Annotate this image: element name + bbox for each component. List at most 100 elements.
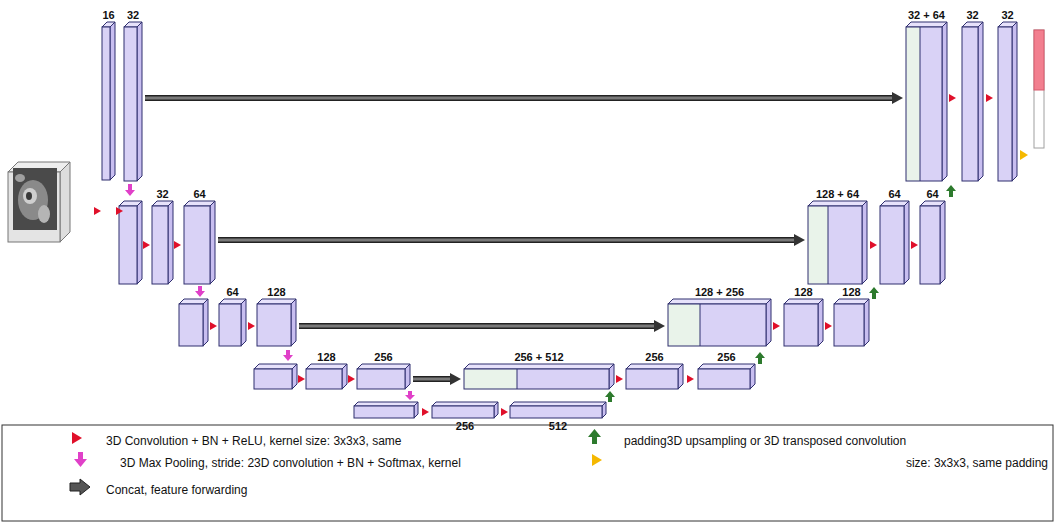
channel-count: 128 [842,286,860,298]
arrow-shaft [299,325,655,328]
box-side [494,402,498,418]
legend-entry: Concat, feature forwarding [106,480,247,498]
box-prism [464,364,614,389]
box-front [828,206,862,284]
box-front [357,369,405,389]
box-prism [784,299,823,346]
box-prism [920,201,945,284]
box-prism [184,201,215,284]
channel-label-row: 32 [962,8,983,22]
legend-text: size: 3x3x3, same padding [906,456,1048,470]
skip-connection [413,373,461,385]
feature-map-box [119,201,418,418]
conv-triangle [986,94,993,102]
output-bar [1034,30,1044,148]
box-front [219,304,241,346]
box-top [354,402,418,406]
channel-label-row: 256 [432,419,498,433]
box-front [152,206,168,284]
feature-map-box: 256 [626,350,683,389]
legend-text: 3D Convolution + BN + ReLU, kernel size:… [106,434,401,448]
skip-connection [299,320,665,332]
arrow-head [654,320,665,332]
box-edge [920,27,921,181]
box-front [119,206,137,284]
box-front [432,406,494,418]
concat-part [906,27,920,181]
legend-pool-sample [74,452,87,467]
channel-label-row: 128 + 256 [668,285,771,299]
feature-map-box: 512 [510,402,606,432]
upsampling-arrow [869,287,879,299]
feature-map-box: 256 + 512 [464,350,614,389]
upsampling-arrow [946,185,956,197]
box-front [700,304,766,346]
box-front [306,369,342,389]
channel-label-row: 128 [834,285,869,299]
feature-map-box: 32 [152,187,173,284]
feature-map-box: 256 [698,350,755,389]
box-edge [668,304,766,346]
box-side [291,299,296,346]
legend-entry: padding3D upsampling or 3D transposed co… [624,431,906,449]
feature-map-box: 64 [219,285,246,346]
box-side [609,364,614,389]
legend-concat-sample [70,479,90,495]
channel-count: 64 [193,188,205,200]
box-prism [357,364,410,389]
box-side [414,402,418,418]
conv-triangle [174,241,181,249]
concat-part [464,369,517,389]
box-side [110,22,115,180]
channel-count: 32 [966,9,978,21]
channel-count: 64 [926,188,938,200]
box-side [405,364,410,389]
feature-map-box: 32 + 64 [906,8,947,181]
box-side [750,364,755,389]
conv-triangle [116,207,123,215]
box-side [766,299,771,346]
box-top [464,364,614,369]
feature-map-box: 256 [357,350,410,389]
channel-count: 128 [794,286,812,298]
box-prism [152,201,173,284]
box-edge [906,27,942,181]
channel-label-row: 128 [306,350,347,364]
conv-triangle [870,241,877,249]
channel-label-row: 32 [124,8,142,22]
box-side [862,201,867,284]
box-front [962,27,978,181]
box-side [942,22,947,181]
box-prism [306,364,347,389]
input-volume [8,162,70,242]
box-prism [432,402,498,418]
box-front [834,304,864,346]
mri-slice [23,188,37,204]
box-top [257,299,296,304]
conv-triangle [687,375,694,383]
conv-triangle [348,375,355,383]
channel-label-row: 256 + 512 [464,350,614,364]
box-front [354,406,414,418]
conv-symbol [94,94,993,416]
box-edge [700,304,701,346]
channel-count: 512 [549,420,567,432]
box-front [626,369,678,389]
conv-triangle [143,241,150,249]
box-top [306,364,347,369]
arrow-shaft [413,376,451,382]
channel-count: 32 [156,188,168,200]
box-front [784,304,818,346]
channel-count: 32 + 64 [908,9,945,21]
channel-count: 128 + 64 [816,188,859,200]
channel-label-row: 64 [219,285,246,299]
box-side [210,201,215,284]
box-front [102,27,110,180]
channel-count: 16 [102,9,114,21]
legend-text: padding3D upsampling or 3D transposed co… [624,434,906,448]
box-front [124,27,137,181]
conv-triangle [616,375,623,383]
legend-softmax-sample [592,454,602,466]
box-side [678,364,683,389]
